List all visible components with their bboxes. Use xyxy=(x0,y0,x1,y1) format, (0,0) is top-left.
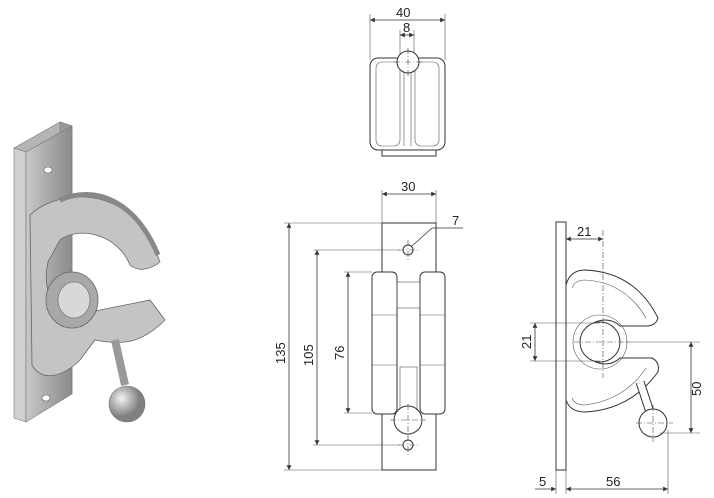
dim-top-width: 40 xyxy=(396,5,410,20)
dim-bore: 21 xyxy=(519,335,534,349)
dim-hole-diameter: 7 xyxy=(452,213,459,228)
top-view: 40 8 xyxy=(369,5,446,157)
dim-plate-width: 30 xyxy=(401,179,415,194)
dim-body-height: 76 xyxy=(332,346,347,360)
isometric-view xyxy=(13,121,166,423)
dim-plate-thickness: 5 xyxy=(539,474,546,489)
dim-offset-top: 21 xyxy=(577,224,591,239)
front-view: 30 7 135 105 76 xyxy=(273,179,463,471)
side-view: 21 21 50 5 56 xyxy=(519,221,704,494)
dim-top-slot: 8 xyxy=(403,20,410,35)
dim-ball-offset: 50 xyxy=(689,382,704,396)
dim-depth: 56 xyxy=(606,474,620,489)
dim-total-height: 135 xyxy=(273,342,288,364)
dim-hole-spacing: 105 xyxy=(301,344,316,366)
